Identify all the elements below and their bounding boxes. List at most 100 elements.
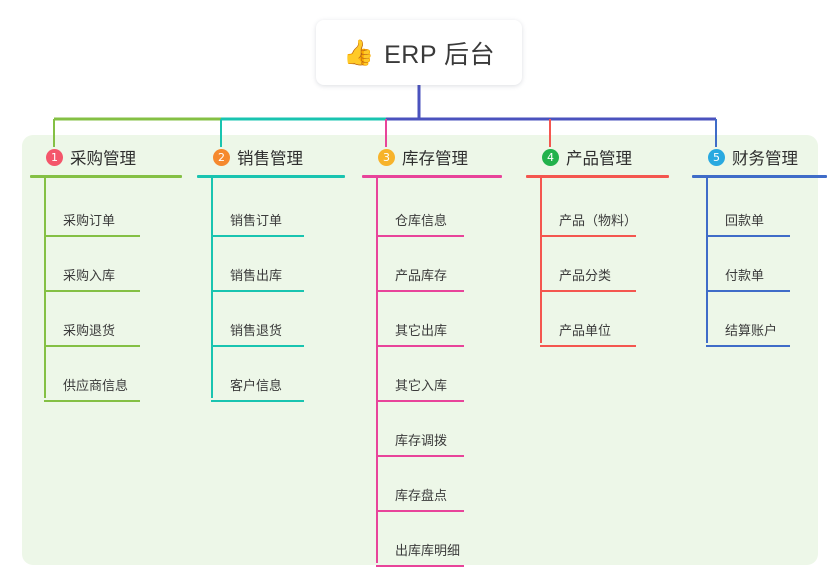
branch-header-3[interactable]: 3 库存管理 bbox=[362, 145, 502, 169]
leaf-node-underline bbox=[376, 235, 464, 237]
branch-spine-1 bbox=[44, 178, 46, 398]
branch-underline-5 bbox=[692, 175, 827, 178]
leaf-node-label: 供应商信息 bbox=[63, 378, 129, 393]
leaf-node[interactable]: 采购订单 bbox=[30, 182, 182, 237]
leaf-node-label: 采购入库 bbox=[63, 268, 116, 283]
branch-spine-5 bbox=[706, 178, 708, 343]
branch-children-1: 采购订单采购入库采购退货供应商信息 bbox=[30, 178, 182, 402]
leaf-node[interactable]: 采购退货 bbox=[30, 292, 182, 347]
branch-children-4: 产品（物料） 产品分类产品单位 bbox=[526, 178, 669, 347]
leaf-node-label: 销售退货 bbox=[230, 323, 283, 338]
branch-column-5: 5 财务管理回款单付款单结算账户 bbox=[692, 145, 827, 347]
leaf-node[interactable]: 结算账户 bbox=[692, 292, 827, 347]
leaf-node-label: 库存调拨 bbox=[395, 433, 448, 448]
leaf-node[interactable]: 销售出库 bbox=[197, 237, 345, 292]
leaf-node-label: 采购退货 bbox=[63, 323, 116, 338]
leaf-node-underline bbox=[376, 400, 464, 402]
leaf-node[interactable]: 库存盘点 bbox=[362, 457, 502, 512]
root-node[interactable]: 👍 ERP 后台 bbox=[316, 20, 522, 85]
branch-badge-4: 4 bbox=[542, 148, 559, 166]
leaf-node-underline bbox=[376, 455, 464, 457]
leaf-node[interactable]: 客户信息 bbox=[197, 347, 345, 402]
leaf-node-underline bbox=[211, 235, 304, 237]
leaf-node-underline bbox=[706, 290, 790, 292]
leaf-node-label: 产品单位 bbox=[559, 323, 612, 338]
branch-badge-2: 2 bbox=[213, 148, 230, 166]
leaf-node-label: 出库库明细 bbox=[395, 543, 461, 558]
leaf-node[interactable]: 销售退货 bbox=[197, 292, 345, 347]
branch-badge-5: 5 bbox=[708, 148, 725, 166]
leaf-node-label: 付款单 bbox=[725, 268, 765, 283]
leaf-node-label: 结算账户 bbox=[725, 323, 778, 338]
leaf-node[interactable]: 付款单 bbox=[692, 237, 827, 292]
leaf-node[interactable]: 产品分类 bbox=[526, 237, 669, 292]
leaf-node-label: 产品（物料） bbox=[559, 213, 638, 228]
leaf-node-underline bbox=[211, 400, 304, 402]
branch-spine-2 bbox=[211, 178, 213, 398]
leaf-node[interactable]: 产品库存 bbox=[362, 237, 502, 292]
branch-column-3: 3 库存管理仓库信息产品库存其它出库其它入库库存调拨库存盘点出库库明细 bbox=[362, 145, 502, 567]
leaf-node-underline bbox=[540, 290, 636, 292]
leaf-node-underline bbox=[376, 290, 464, 292]
leaf-node-underline bbox=[211, 290, 304, 292]
leaf-node-label: 销售出库 bbox=[230, 268, 283, 283]
leaf-node-label: 其它入库 bbox=[395, 378, 448, 393]
leaf-node-label: 其它出库 bbox=[395, 323, 448, 338]
branch-title-4: 产品管理 bbox=[566, 150, 632, 168]
leaf-node[interactable]: 产品（物料） bbox=[526, 182, 669, 237]
leaf-node[interactable]: 销售订单 bbox=[197, 182, 345, 237]
leaf-node-underline bbox=[211, 345, 304, 347]
leaf-node-underline bbox=[44, 345, 140, 347]
leaf-node-underline bbox=[706, 235, 790, 237]
branch-header-2[interactable]: 2 销售管理 bbox=[197, 145, 345, 169]
branch-header-1[interactable]: 1 采购管理 bbox=[30, 145, 182, 169]
branch-column-2: 2 销售管理销售订单销售出库销售退货客户信息 bbox=[197, 145, 345, 402]
branch-underline-3 bbox=[362, 175, 502, 178]
leaf-node-underline bbox=[540, 345, 636, 347]
diagram-panel bbox=[22, 135, 818, 565]
branch-underline-2 bbox=[197, 175, 345, 178]
leaf-node-label: 采购订单 bbox=[63, 213, 116, 228]
branch-children-5: 回款单付款单结算账户 bbox=[692, 178, 827, 347]
branch-underline-4 bbox=[526, 175, 669, 178]
root-node-title: ERP 后台 bbox=[384, 40, 496, 69]
leaf-node-underline bbox=[44, 235, 140, 237]
leaf-node[interactable]: 产品单位 bbox=[526, 292, 669, 347]
leaf-node-label: 产品分类 bbox=[559, 268, 612, 283]
leaf-node[interactable]: 供应商信息 bbox=[30, 347, 182, 402]
branch-title-5: 财务管理 bbox=[732, 150, 798, 168]
leaf-node-label: 产品库存 bbox=[395, 268, 448, 283]
leaf-node[interactable]: 库存调拨 bbox=[362, 402, 502, 457]
branch-title-3: 库存管理 bbox=[402, 150, 468, 168]
leaf-node[interactable]: 回款单 bbox=[692, 182, 827, 237]
branch-badge-1: 1 bbox=[46, 148, 63, 166]
branch-children-3: 仓库信息产品库存其它出库其它入库库存调拨库存盘点出库库明细 bbox=[362, 178, 502, 567]
leaf-node-underline bbox=[376, 565, 464, 567]
leaf-node[interactable]: 出库库明细 bbox=[362, 512, 502, 567]
leaf-node-label: 客户信息 bbox=[230, 378, 283, 393]
leaf-node-label: 仓库信息 bbox=[395, 213, 448, 228]
leaf-node[interactable]: 其它出库 bbox=[362, 292, 502, 347]
branch-column-4: 4 产品管理产品（物料） 产品分类产品单位 bbox=[526, 145, 669, 347]
leaf-node-label: 库存盘点 bbox=[395, 488, 448, 503]
branch-column-1: 1 采购管理采购订单采购入库采购退货供应商信息 bbox=[30, 145, 182, 402]
leaf-node-label: 销售订单 bbox=[230, 213, 283, 228]
branch-header-4[interactable]: 4 产品管理 bbox=[526, 145, 669, 169]
branch-underline-1 bbox=[30, 175, 182, 178]
root-node-content: 👍 ERP 后台 bbox=[343, 35, 495, 71]
branch-title-1: 采购管理 bbox=[70, 150, 136, 168]
branch-spine-4 bbox=[540, 178, 542, 343]
branch-badge-3: 3 bbox=[378, 148, 395, 166]
leaf-node[interactable]: 其它入库 bbox=[362, 347, 502, 402]
branch-title-2: 销售管理 bbox=[237, 150, 303, 168]
leaf-node-underline bbox=[540, 235, 636, 237]
branch-header-5[interactable]: 5 财务管理 bbox=[692, 145, 827, 169]
leaf-node-underline bbox=[44, 400, 140, 402]
branch-spine-3 bbox=[376, 178, 378, 563]
leaf-node[interactable]: 仓库信息 bbox=[362, 182, 502, 237]
leaf-node-underline bbox=[44, 290, 140, 292]
leaf-node[interactable]: 采购入库 bbox=[30, 237, 182, 292]
thumbs-up-icon: 👍 bbox=[342, 38, 375, 67]
leaf-node-label: 回款单 bbox=[725, 213, 765, 228]
